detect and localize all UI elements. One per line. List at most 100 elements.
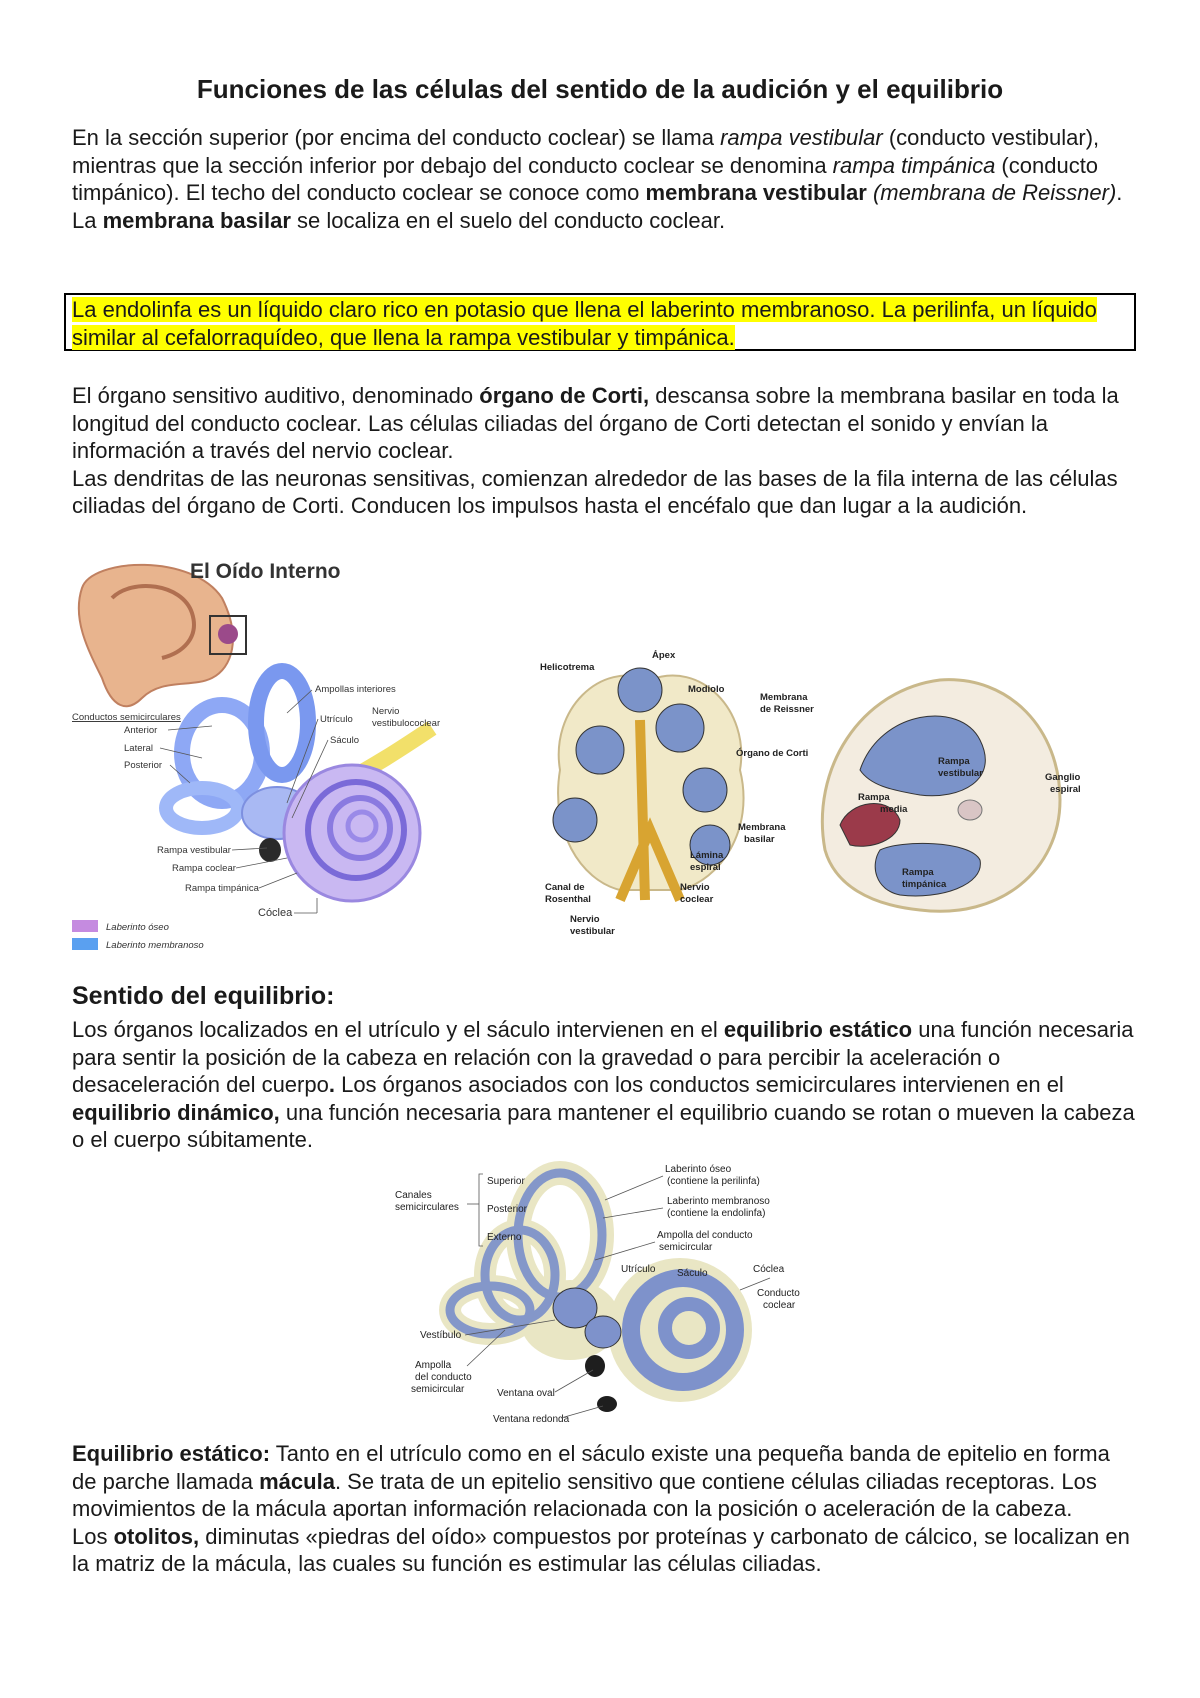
label-lab-oseo-2: (contiene la perilinfa) [667, 1176, 760, 1187]
zoom-box [209, 615, 247, 655]
label-helicotrema: Helicotrema [540, 662, 595, 673]
label-canales-2: semicirculares [395, 1202, 459, 1213]
bold-term: . [328, 1072, 335, 1097]
inner-ear-spot [218, 624, 238, 644]
cochlea-spiral [282, 763, 422, 903]
paragraph-equilibrium: Los órganos localizados en el utrículo y… [72, 1016, 1137, 1154]
text-run: descansa sobre la membrana basilar en to… [72, 383, 1119, 463]
label-nervio-vestibular-2: vestibular [570, 926, 615, 937]
label-ampollas: Ampollas interiores [315, 684, 396, 695]
label-nervio-vestibular: Nervio [570, 914, 600, 925]
ear-fold [110, 584, 196, 660]
italic-term: rampa timpánica [832, 152, 996, 178]
paragraph-cochlea-sections: En la sección superior (por encima del c… [72, 124, 1137, 234]
cochlear-duct-detail [820, 678, 1062, 913]
text-run: En la sección superior (por encima del c… [72, 125, 721, 150]
text-run: diminutas «piedras del oído» compuestos … [72, 1523, 1130, 1577]
paragraph-static-equilibrium: Equilibrio estático: Tanto en el utrícul… [72, 1440, 1137, 1578]
text-run: una función necesaria para sentir la pos… [72, 1017, 1134, 1097]
label-rampa-timpanica: Rampa [902, 867, 934, 878]
text-run: se localiza en el suelo del conducto coc… [290, 207, 726, 233]
label-organo-corti: Órgano de Corti [736, 747, 808, 759]
label-nervio-coclear-2: coclear [680, 894, 714, 905]
highlight-text: La endolinfa es un líquido claro rico en… [72, 296, 1132, 351]
label-posterior: Posterior [487, 1204, 528, 1215]
label-modiolo: Modiolo [688, 684, 725, 695]
label-ampolla-b: Ampolla [415, 1360, 452, 1371]
label-superior: Superior [487, 1176, 525, 1187]
bold-term: mácula [259, 1468, 335, 1494]
label-ampolla: Ampolla del conducto [657, 1230, 753, 1241]
text-run: una función necesaria para mantener el e… [72, 1099, 1135, 1153]
label-conducto-2: coclear [763, 1300, 796, 1311]
bold-term: membrana basilar [102, 207, 291, 233]
text-run: (conducto vestibular), mientras que la s… [72, 125, 1100, 178]
label-vestibulo: Vestíbulo [420, 1330, 462, 1341]
label-ampolla-b-2: del conducto [415, 1372, 472, 1383]
bold-term: membrana vestibular [645, 180, 867, 205]
inner-ear-figure: El Oído Interno Ampollas interiores Cond… [72, 560, 440, 950]
leader-lines [464, 1173, 771, 1419]
text-run: El órgano sensitivo auditivo, denominado [72, 383, 480, 408]
text-run: (conducto timpánico). El techo del condu… [72, 152, 1099, 206]
legend-label-oseo: Laberinto óseo [106, 922, 169, 933]
label-nervio: Nervio [372, 706, 399, 717]
legend-swatch-membranoso [72, 938, 98, 950]
label-membrana-reissner-2: de Reissner [760, 704, 814, 715]
italic-term: (membrana de Reissner) [872, 180, 1117, 205]
bold-term: otolitos, [113, 1523, 200, 1549]
bold-term: equilibrio estático [723, 1017, 913, 1042]
text-run: Las dendritas de las neuronas sensitivas… [72, 465, 1118, 519]
bold-term: órgano de Corti, [479, 383, 650, 408]
label-rampa-timpanica: Rampa timpánica [185, 883, 260, 894]
label-canal-2: Rosenthal [545, 894, 591, 905]
cochlear-turns [552, 667, 745, 902]
label-anterior: Anterior [124, 725, 157, 736]
label-lamina-2: espiral [690, 862, 721, 873]
leader-lines [159, 689, 329, 914]
label-utriculo: Utrículo [621, 1264, 656, 1275]
label-lab-oseo: Laberinto óseo [665, 1164, 732, 1175]
label-utriculo: Utrículo [320, 714, 353, 725]
text-run: Tanto en el utrículo como en el sáculo e… [72, 1441, 1110, 1494]
text-run: Los órganos localizados en el utrículo y… [72, 1017, 724, 1042]
membranous-labyrinth [445, 1168, 744, 1412]
label-ventana-oval: Ventana oval [497, 1388, 555, 1399]
text-run: Los órganos asociados con los conductos … [334, 1072, 1064, 1097]
label-nervio-coclear: Nervio [680, 882, 710, 893]
cochlea-section-figure: Helicotrema Ápex Modiolo Membrana de Rei… [540, 650, 1081, 937]
label-ampolla-b-3: semicircular [411, 1384, 465, 1395]
label-conductos: Conductos semicirculares [72, 712, 181, 723]
label-saculo: Sáculo [677, 1268, 708, 1279]
italic-term: rampa vestibular [720, 125, 883, 150]
text-run: Los [72, 1523, 114, 1549]
label-membrana-basilar: Membrana [738, 822, 786, 833]
label-membrana-reissner: Membrana [760, 692, 808, 703]
label-lab-membranoso-2: (contiene la endolinfa) [667, 1208, 765, 1219]
label-rampa-media-2: media [880, 804, 908, 815]
label-canal: Canal de [545, 882, 585, 893]
highlighted-run: La endolinfa es un líquido claro rico en… [72, 297, 1097, 350]
label-posterior: Posterior [124, 760, 162, 771]
label-coclea: Cóclea [753, 1264, 785, 1275]
label-rampa-vestibular: Rampa vestibular [157, 845, 231, 856]
section-title: Sentido del equilibrio: [72, 982, 335, 1010]
paragraph-organ-of-corti: El órgano sensitivo auditivo, denominado… [72, 382, 1137, 520]
label-lab-membranoso: Laberinto membranoso [667, 1196, 770, 1207]
legend-label-membranoso: Laberinto membranoso [106, 940, 204, 950]
label-ventana-redonda: Ventana redonda [493, 1414, 570, 1425]
page-title: Funciones de las células del sentido de … [196, 74, 1004, 104]
label-vestibulococlear: vestibulococlear [372, 718, 440, 729]
label-rampa-coclear: Rampa coclear [172, 863, 236, 874]
label-ampolla-2: semicircular [659, 1242, 713, 1253]
dark-window [259, 838, 281, 862]
label-coclea: Cóclea [258, 907, 293, 919]
outer-ear-shape [77, 563, 234, 708]
label-apex: Ápex [652, 650, 676, 661]
label-rampa-timpanica-2: timpánica [902, 879, 947, 890]
label-membrana-basilar-2: basilar [744, 834, 775, 845]
label-rampa-vestibular: Rampa [938, 756, 970, 767]
label-lateral: Lateral [124, 743, 153, 754]
label-rampa-vestibular-2: vestibular [938, 768, 983, 779]
